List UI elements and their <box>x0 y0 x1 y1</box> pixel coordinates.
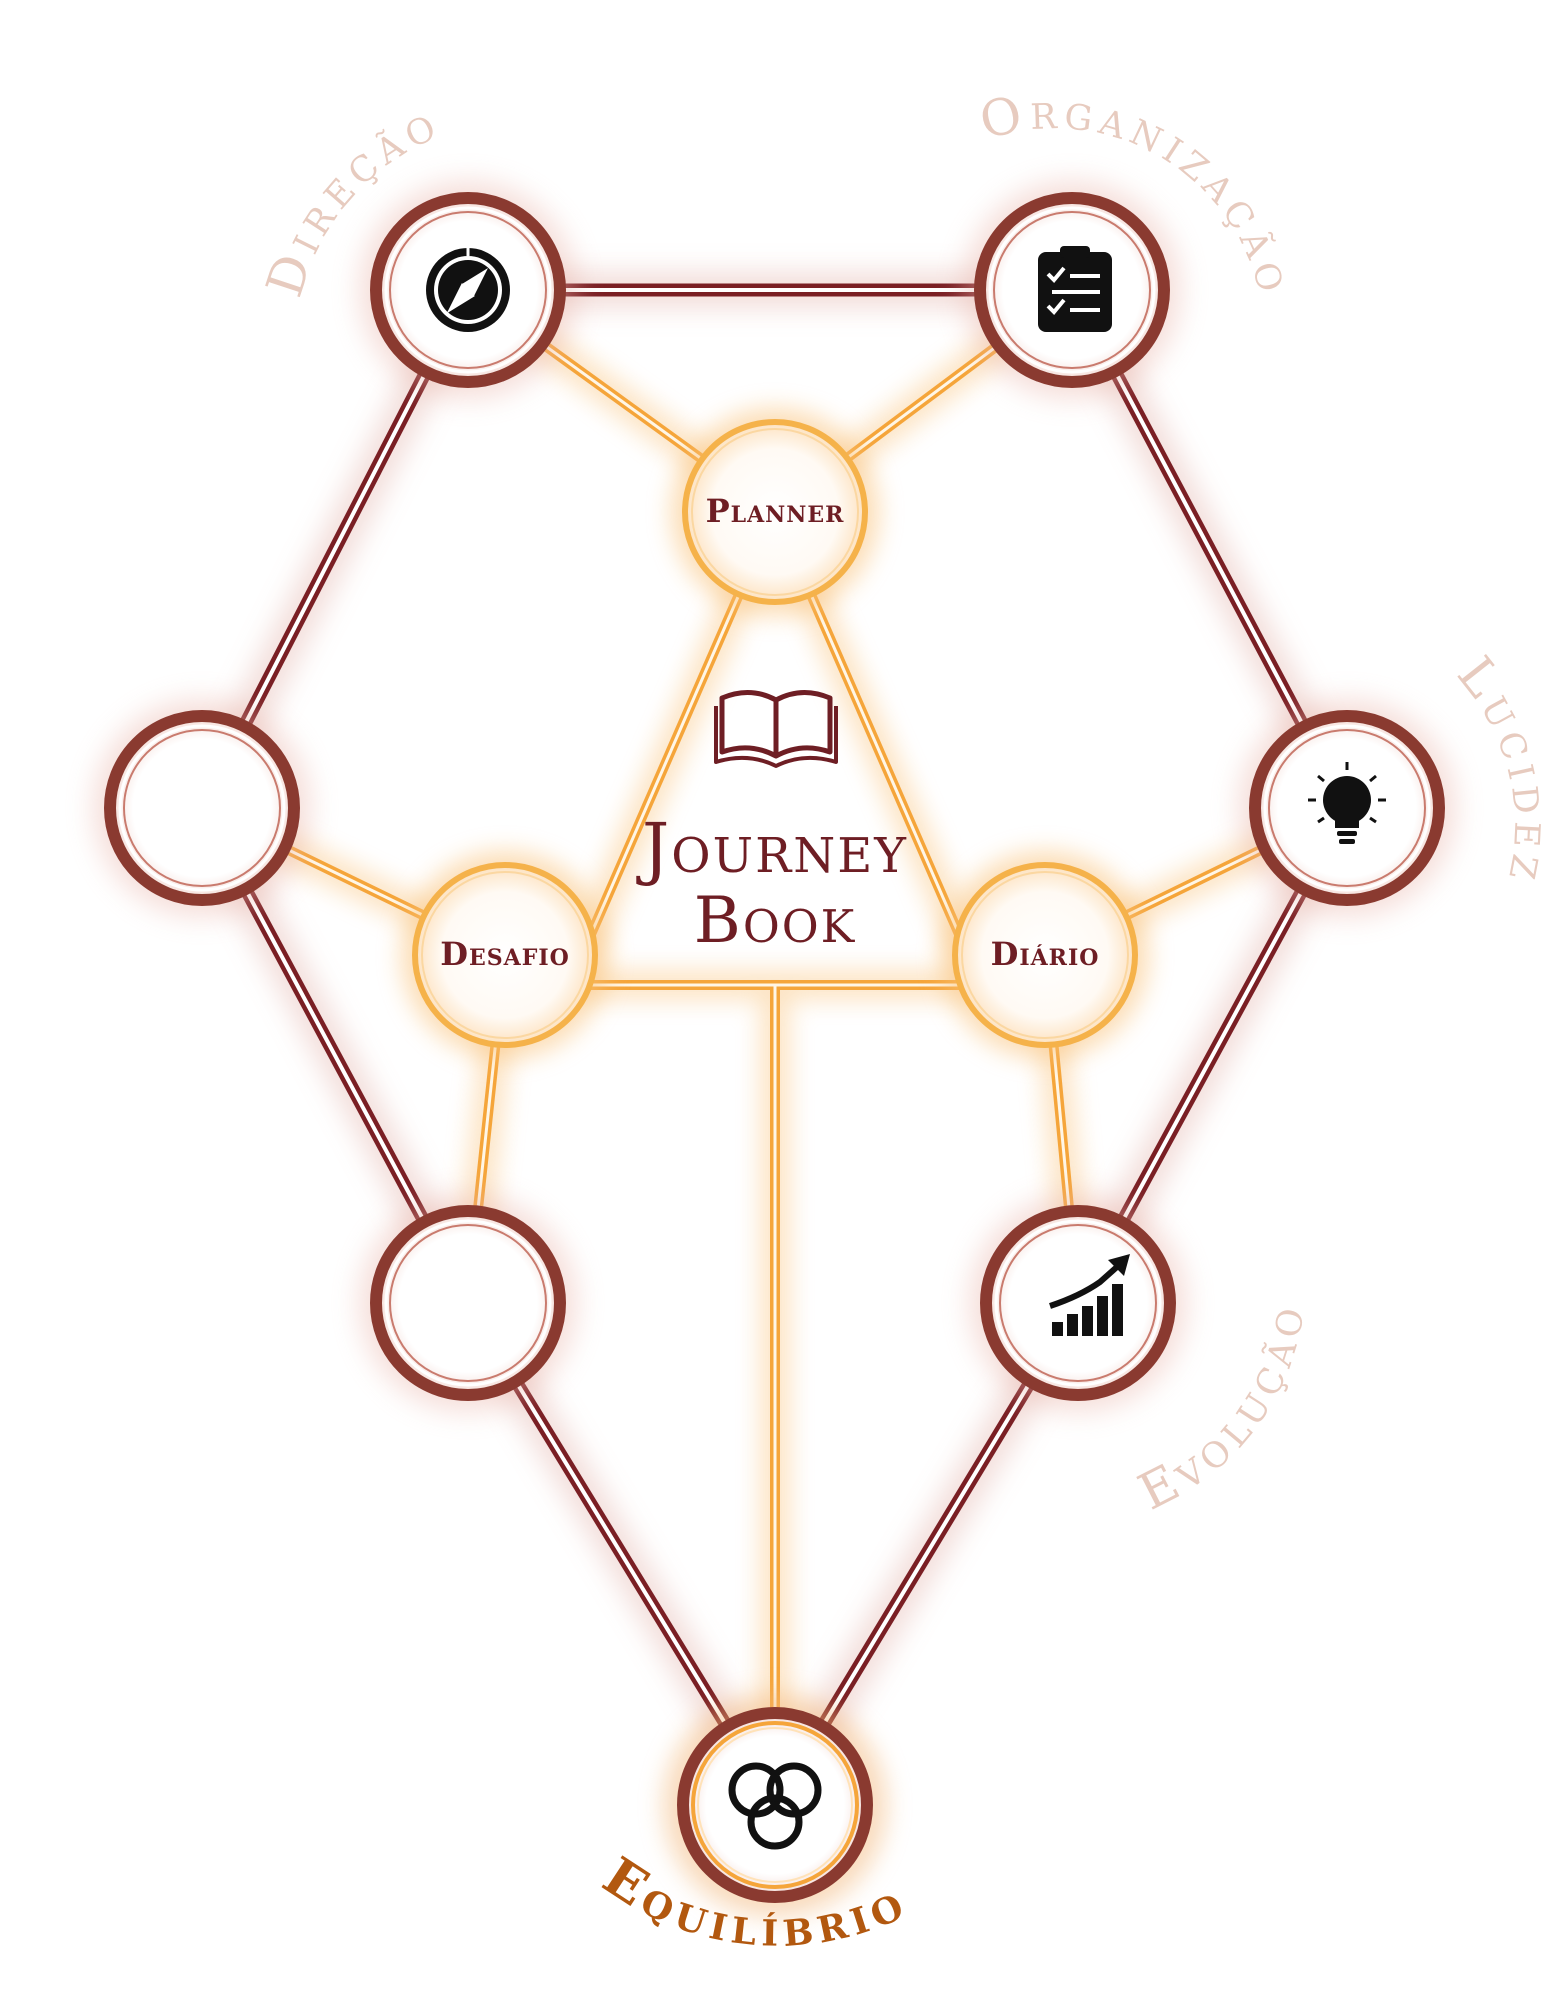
outer-node-top-left[interactable] <box>360 182 576 398</box>
center-brand: Journey Book <box>636 690 908 958</box>
diario-label: Diário <box>991 935 1100 973</box>
clipboard-checklist-icon <box>1038 246 1112 332</box>
outer-node-lower-left[interactable] <box>360 1195 576 1411</box>
outer-node-top-right[interactable] <box>964 182 1180 398</box>
outer-node-mid-left[interactable] <box>94 700 310 916</box>
inner-node-diario[interactable]: Diário <box>941 851 1149 1059</box>
planner-label: Planner <box>706 492 845 530</box>
outer-node-bottom[interactable] <box>663 1693 887 1917</box>
brand-line-2: Book <box>694 884 856 958</box>
brand-line-1: Journey <box>636 810 908 889</box>
growth-chart-icon <box>1049 1254 1130 1336</box>
desafio-label: Desafio <box>440 935 570 973</box>
arc-label-lucidez: Lucidez <box>1446 646 1560 891</box>
arc-label-lucidez-text: Lucidez <box>1446 646 1555 891</box>
outer-node-lower-right[interactable] <box>970 1195 1186 1411</box>
interlocking-circles-icon <box>728 1762 822 1850</box>
lightbulb-icon <box>1308 762 1386 844</box>
outer-node-mid-right[interactable] <box>1239 700 1455 916</box>
inner-node-planner[interactable]: Planner <box>671 408 879 616</box>
inner-node-desafio[interactable]: Desafio <box>401 851 609 1059</box>
compass-icon <box>426 246 510 332</box>
open-book-icon <box>714 690 838 768</box>
